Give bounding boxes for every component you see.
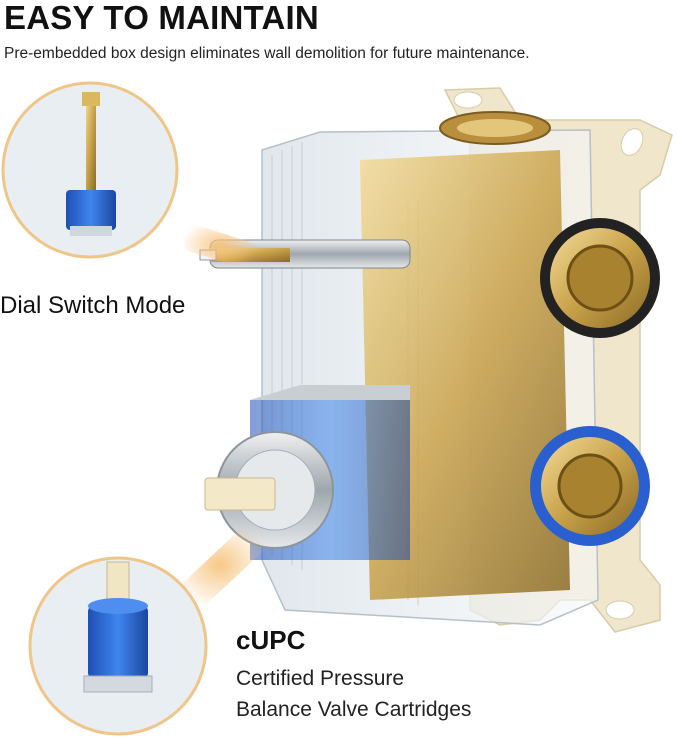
- dial-cartridge-image: [1, 81, 179, 259]
- pressure-cartridge-block: [204, 385, 410, 560]
- cupc-title: cUPC: [236, 625, 306, 655]
- cert-line-2: Balance Valve Cartridges: [236, 698, 472, 721]
- cert-line-1: Certified Pressure: [236, 667, 405, 690]
- pressure-cartridge-image: [28, 556, 208, 736]
- page-title: EASY TO MAINTAIN: [4, 0, 319, 36]
- page-subtitle: Pre-embedded box design eliminates wall …: [4, 45, 530, 62]
- dial-switch-label: Dial Switch Mode: [0, 292, 186, 319]
- glow-beam-upper: [180, 220, 260, 270]
- glow-beam-lower: [170, 520, 270, 610]
- valve-body-image: [360, 111, 660, 600]
